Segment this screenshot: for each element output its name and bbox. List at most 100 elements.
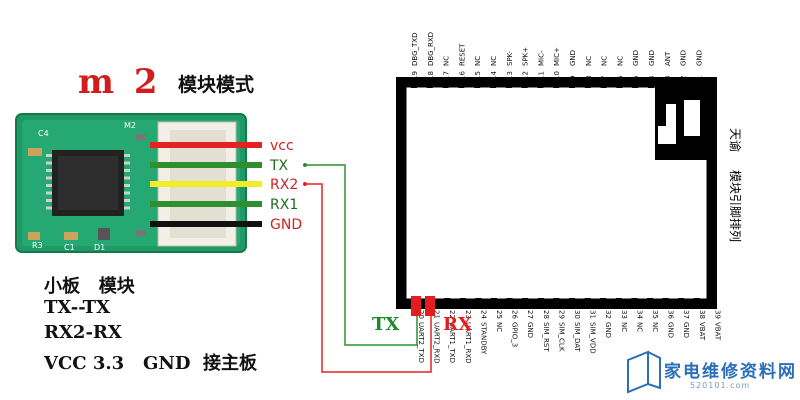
rx-connection-line: [305, 183, 432, 373]
top-pin-number: 7: [601, 76, 609, 80]
mode-title: 模块模式: [178, 74, 255, 96]
svg-text:M2: M2: [124, 121, 136, 130]
bottom-pin-number: 33: [620, 310, 628, 319]
bottom-pin-pad: [693, 298, 700, 306]
bottom-pin-number: 28: [542, 310, 550, 319]
uart2-pin-markers: [411, 296, 435, 316]
top-pin-number: 15: [474, 71, 482, 80]
wire-label-gnd: GND: [270, 217, 302, 233]
bottom-pin-name: UART1_RXD: [464, 322, 472, 364]
top-pin-pad: [505, 80, 512, 88]
watermark-text: 家电维修资料网: [664, 362, 797, 382]
wire-label-vcc: vcc: [270, 138, 294, 154]
top-pin-name: GND: [569, 50, 577, 66]
tx-arrow-label: TX: [372, 314, 399, 335]
top-pin-name: GND: [632, 50, 640, 66]
top-pin-pad: [695, 80, 702, 88]
board-silkscreen: M2 C4 R3 C1 D1: [32, 121, 136, 252]
top-pin-pad: [569, 80, 575, 88]
bottom-pin-name: GND: [526, 322, 534, 338]
top-pin-name: DBG_TXD: [411, 33, 419, 66]
watermark-logo-icon: [627, 350, 661, 394]
bottom-pin-number: 26: [511, 310, 519, 319]
bottom-pin-pad: [647, 298, 653, 306]
top-pin-name: NC: [490, 56, 498, 66]
top-pin-name: SPK+: [522, 47, 530, 66]
svg-text:C1: C1: [64, 243, 75, 252]
uart2-rxd-marker: [425, 296, 435, 316]
bottom-pin-number: 38: [698, 310, 706, 319]
rx-connection-dot: [303, 182, 307, 186]
bottom-pin-name: UART1_TXD: [448, 322, 456, 363]
bottom-pin-name: VBAT: [698, 322, 706, 341]
top-pin-name: MIC+: [553, 47, 561, 66]
bottom-pin-number: 24: [479, 310, 487, 319]
top-pin-pad: [616, 80, 623, 88]
bottom-pin-name: NC: [651, 322, 659, 332]
svg-text:R3: R3: [32, 241, 43, 250]
bottom-pin-number: 31: [589, 310, 597, 319]
bottom-pin-number: 29: [557, 310, 565, 319]
bottom-pin-number: 25: [495, 310, 503, 319]
bottom-pin-number: 27: [526, 310, 534, 319]
bottom-pin-pad: [709, 298, 716, 306]
module-outline: [396, 77, 717, 309]
top-pin-name: RESET: [458, 43, 466, 66]
bottom-pin-pad: [506, 298, 513, 306]
top-pin-number: 8: [585, 76, 593, 80]
bottom-pin-name: GND: [604, 322, 612, 338]
bottom-pin-number: 23: [464, 310, 472, 319]
top-pin-number: 4: [648, 75, 656, 80]
capacitor: [28, 148, 42, 156]
top-pin-number: 3: [664, 76, 672, 80]
top-pin-number: 6: [616, 75, 624, 80]
top-pin-name: GND: [648, 50, 656, 66]
note-line-3: RX2-RX: [44, 322, 122, 343]
top-pin-name: ANT: [664, 51, 672, 66]
top-pin-number: 18: [427, 71, 435, 80]
module-pinout-caption: 模块引脚排列: [728, 170, 743, 242]
top-pin-number: 11: [537, 71, 545, 80]
top-pin-pad: [442, 80, 449, 88]
bottom-pin-number: 21: [433, 310, 441, 319]
bottom-pin-pad: [615, 298, 622, 306]
top-pin-name: NC: [474, 56, 482, 66]
bottom-pin-row: 20UART2_TXD21UART2_RXD22UART1_TXD23UART1…: [413, 298, 721, 364]
resistor: [136, 230, 146, 236]
bottom-pin-number: 39: [713, 310, 721, 319]
top-pin-pad: [521, 80, 528, 88]
bottom-pin-pad: [522, 298, 529, 306]
note-line-2: TX--TX: [44, 297, 111, 318]
top-pin-pad: [411, 80, 417, 88]
top-pin-name: NC: [601, 56, 609, 66]
bottom-pin-name: SIM_DAT: [573, 322, 581, 353]
bottom-pin-pad: [444, 298, 451, 306]
top-pin-number: 10: [553, 71, 561, 80]
diode: [98, 228, 110, 240]
top-pin-number: 1: [695, 76, 703, 80]
top-pin-name: GND: [695, 50, 703, 66]
top-pin-number: 17: [443, 71, 451, 80]
bottom-pin-number: 37: [682, 310, 690, 319]
bottom-pin-name: SIM_CLK: [557, 322, 565, 352]
top-pin-number: 14: [490, 71, 498, 80]
top-pin-name: MIC-: [537, 50, 545, 66]
bottom-pin-name: SIM_RST: [542, 322, 550, 352]
bottom-pin-number: 34: [635, 310, 643, 319]
capacitor: [64, 232, 78, 240]
bottom-pin-pad: [662, 298, 669, 306]
top-pin-pad: [537, 80, 544, 88]
bottom-pin-pad: [569, 298, 575, 306]
top-pin-name: NC: [585, 56, 593, 66]
svg-text:D1: D1: [94, 243, 105, 252]
bottom-pin-number: 35: [651, 310, 659, 319]
top-pin-row: 19DBG_TXD18DBG_RXD17NC16RESET15NC14NC13S…: [411, 32, 703, 88]
top-pin-number: 2: [680, 76, 688, 80]
top-pin-pad: [474, 80, 481, 88]
tx-connection-line: [305, 164, 418, 346]
wire-label-rx2: RX2: [270, 177, 298, 193]
top-pin-name: NC: [616, 56, 624, 66]
bottom-pin-pad: [459, 298, 466, 306]
top-pin-pad: [426, 80, 433, 88]
bottom-pin-name: NC: [620, 322, 628, 332]
